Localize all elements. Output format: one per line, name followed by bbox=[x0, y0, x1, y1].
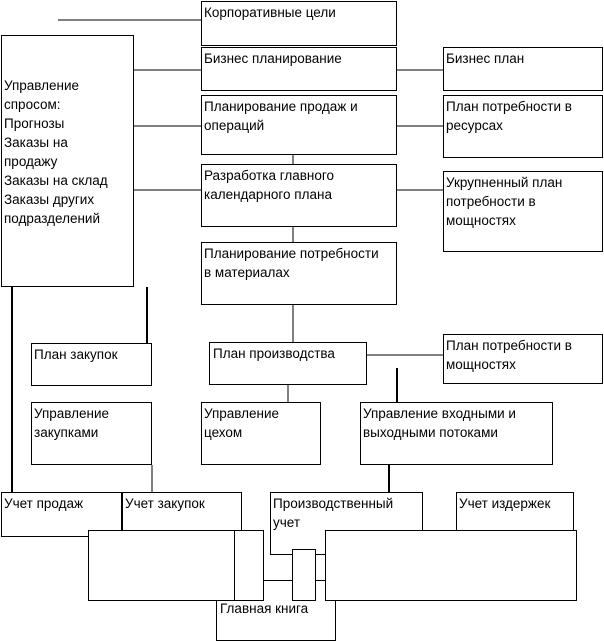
material-requirements-box: Планирование потребности в материалах bbox=[201, 242, 397, 305]
purchase-plan-box: План закупок bbox=[31, 343, 152, 386]
demand-management-label: Управление спросом: Прогнозы Заказы на п… bbox=[4, 78, 108, 226]
production-plan-box: План производства bbox=[209, 342, 367, 385]
ledger-input-block-middle bbox=[292, 549, 316, 601]
business-planning-label: Бизнес планирование bbox=[204, 51, 342, 66]
ledger-input-divider-left bbox=[234, 530, 264, 601]
business-planning-box: Бизнес планирование bbox=[201, 47, 397, 91]
capacity-requirements-box: План потребности в мощностях bbox=[443, 334, 603, 384]
material-requirements-label: Планирование потребности в материалах bbox=[204, 246, 379, 280]
sales-accounting-label: Учет продаж bbox=[4, 496, 84, 511]
cost-accounting-box: Учет издержек bbox=[456, 492, 574, 537]
purchase-management-label: Управление закупками bbox=[34, 406, 110, 440]
sales-operations-planning-label: Планирование продаж и операций bbox=[204, 99, 358, 133]
sales-operations-planning-box: Планирование продаж и операций bbox=[201, 95, 397, 155]
ledger-input-block-right bbox=[325, 530, 577, 601]
purchase-management-box: Управление закупками bbox=[31, 402, 152, 465]
demand-management-box: Управление спросом: Прогнозы Заказы на п… bbox=[1, 35, 134, 287]
business-plan-label: Бизнес план bbox=[446, 51, 525, 66]
cost-accounting-label: Учет издержек bbox=[459, 496, 551, 511]
production-plan-label: План производства bbox=[213, 346, 335, 361]
resource-requirements-label: План потребности в ресурсах bbox=[446, 99, 572, 133]
io-flow-control-box: Управление входными и выходными потоками bbox=[360, 402, 553, 465]
master-schedule-box: Разработка главного календарного плана bbox=[201, 164, 397, 227]
general-ledger-box: Главная книга bbox=[216, 580, 336, 641]
purchase-plan-label: План закупок bbox=[34, 347, 118, 362]
shop-floor-control-label: Управление цехом bbox=[204, 406, 280, 440]
capacity-requirements-label: План потребности в мощностях bbox=[446, 338, 572, 372]
corporate-goals-box: Корпоративные цели bbox=[201, 1, 397, 46]
rough-cut-capacity-label: Укрупненный план потребности в мощностях bbox=[446, 175, 563, 228]
io-flow-control-label: Управление входными и выходными потоками bbox=[363, 406, 516, 440]
shop-floor-control-box: Управление цехом bbox=[201, 402, 321, 465]
master-schedule-label: Разработка главного календарного плана bbox=[204, 168, 334, 202]
production-accounting-label: Производственный учет bbox=[273, 496, 394, 530]
rough-cut-capacity-box: Укрупненный план потребности в мощностях bbox=[443, 171, 603, 252]
general-ledger-label: Главная книга bbox=[220, 601, 309, 616]
resource-requirements-box: План потребности в ресурсах bbox=[443, 95, 603, 158]
sales-accounting-box: Учет продаж bbox=[1, 492, 122, 537]
corporate-goals-label: Корпоративные цели bbox=[204, 5, 336, 20]
business-plan-box: Бизнес план bbox=[443, 47, 603, 91]
purchase-accounting-label: Учет закупок bbox=[125, 496, 205, 511]
